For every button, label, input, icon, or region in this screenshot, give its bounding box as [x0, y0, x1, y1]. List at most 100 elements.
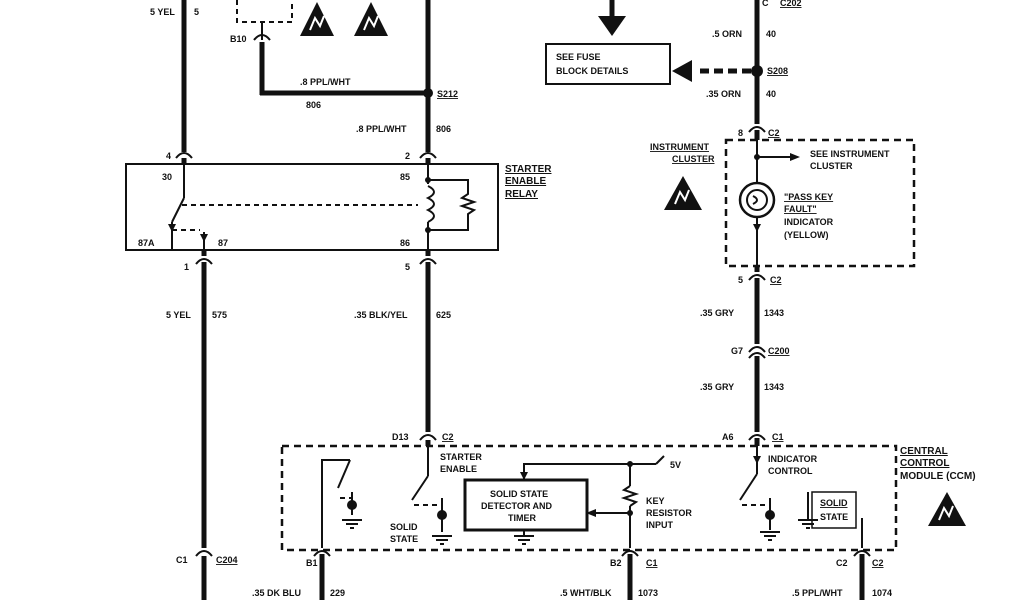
esd-icon: [664, 176, 702, 210]
detector-label: DETECTOR AND: [481, 501, 553, 511]
connector-pin-8: 8: [738, 128, 743, 138]
fuse-note: SEE FUSE: [556, 52, 601, 62]
connector-g7: G7: [731, 346, 743, 356]
connector-c1: C1: [772, 432, 784, 442]
ccm-title: MODULE (CCM): [900, 471, 976, 482]
esd-icon: [928, 492, 966, 526]
indicator-label: "PASS KEY: [784, 192, 833, 202]
connector-c204: C204: [216, 555, 238, 565]
wire-806-b10: [259, 42, 428, 96]
wire-label-gauge: .35 BLK/YEL: [354, 310, 408, 320]
connector-a6: A6: [722, 432, 734, 442]
ccm-title: CENTRAL: [900, 446, 948, 457]
connector-pin-5: 5: [738, 275, 743, 285]
indicator-label: FAULT": [784, 204, 817, 214]
wire-label-circuit: 806: [436, 124, 451, 134]
connector-c1: C1: [646, 558, 658, 568]
wire-label-gauge: 5 YEL: [166, 310, 191, 320]
wire-label-circuit: 229: [330, 588, 345, 598]
ccm-label: STATE: [820, 512, 848, 522]
connector-c1: C1: [176, 555, 188, 565]
wire-label-circuit: 5: [194, 7, 199, 17]
wire-label-circuit: 40: [766, 29, 776, 39]
relay-pin-87a: 87A: [138, 238, 155, 248]
wire-1074: [853, 550, 871, 600]
relay-title: ENABLE: [505, 176, 546, 187]
ccm-label: ENABLE: [440, 464, 477, 474]
wire-label-gauge: .5 WHT/BLK: [560, 588, 612, 598]
relay-pin-1: 1: [184, 262, 189, 272]
wire-label-gauge: .35 DK BLU: [252, 588, 301, 598]
wire-label-gauge: .8 PPL/WHT: [300, 77, 351, 87]
connector-c: C: [762, 0, 769, 8]
wire-label-gauge: 5 YEL: [150, 7, 175, 17]
cluster-label: INSTRUMENT: [650, 142, 709, 152]
top-component-fragment: [236, 0, 293, 41]
relay-pin-85: 85: [400, 172, 410, 182]
ccm-label: SOLID: [390, 522, 418, 532]
connector-c2: C2: [770, 275, 782, 285]
starter-enable-relay: 4 2 30 85 87A 87 86: [125, 151, 499, 251]
wire-label-circuit: 625: [436, 310, 451, 320]
connector-c2: C2: [442, 432, 454, 442]
connector-d13: D13: [392, 432, 409, 442]
wire-625: [419, 250, 437, 446]
connector-b2: B2: [610, 558, 622, 568]
wire-1073: [621, 550, 639, 600]
wire-label-circuit: 1343: [764, 308, 784, 318]
relay-pin-86: 86: [400, 238, 410, 248]
wire-40-orn: [748, 0, 766, 140]
cluster-note: CLUSTER: [810, 161, 853, 171]
detector-label: SOLID STATE: [490, 489, 548, 499]
fuse-block-reference: SEE FUSE BLOCK DETAILS: [545, 43, 752, 85]
cluster-label: CLUSTER: [672, 154, 715, 164]
wire-label-gauge: .35 GRY: [700, 308, 734, 318]
wire-label-gauge: .5 ORN: [712, 29, 742, 39]
wire-label-gauge: .8 PPL/WHT: [356, 124, 407, 134]
wire-label-gauge: .5 PPL/WHT: [792, 588, 843, 598]
indicator-label: (YELLOW): [784, 230, 829, 240]
ccm-label: STATE: [390, 534, 418, 544]
wire-label-circuit: 806: [306, 100, 321, 110]
wire-label-circuit: 575: [212, 310, 227, 320]
connector-c2: C2: [872, 558, 884, 568]
fuse-note: BLOCK DETAILS: [556, 66, 628, 76]
instrument-cluster-box: [724, 138, 916, 268]
wire-label-gauge: .35 ORN: [706, 89, 741, 99]
ccm-label: CONTROL: [768, 466, 813, 476]
wire-label-gauge: .35 GRY: [700, 382, 734, 392]
ccm-title: CONTROL: [900, 458, 949, 469]
supply-voltage-label: 5V: [670, 460, 681, 470]
connector-c202: C202: [780, 0, 802, 8]
relay-title: STARTER: [505, 164, 552, 175]
esd-icon: [354, 2, 388, 36]
ccm-label: STARTER: [440, 452, 482, 462]
connector-c2: C2: [768, 128, 780, 138]
wire-575: [195, 250, 213, 600]
wire-806-main: [419, 0, 437, 164]
relay-pin-5: 5: [405, 262, 410, 272]
ccm-label: INDICATOR: [768, 454, 818, 464]
wire-label-circuit: 1343: [764, 382, 784, 392]
connector-b1: B1: [306, 558, 318, 568]
splice-s208: S208: [767, 66, 788, 76]
relay-pin-2: 2: [405, 151, 410, 161]
wire-229: [313, 550, 331, 600]
arrow-down-icon: [598, 0, 626, 36]
ccm-box: [280, 444, 898, 552]
relay-title: RELAY: [505, 189, 538, 200]
ccm-label: KEY: [646, 496, 665, 506]
wire-label-circuit: 40: [766, 89, 776, 99]
detector-label: TIMER: [508, 513, 536, 523]
indicator-label: INDICATOR: [784, 217, 834, 227]
wire-5-yel-top: [175, 0, 193, 164]
relay-pin-4: 4: [166, 151, 171, 161]
wire-1343: [748, 266, 766, 446]
connector-c200: C200: [768, 346, 790, 356]
ccm-label: RESISTOR: [646, 508, 692, 518]
connector-b10: B10: [230, 34, 247, 44]
wire-label-circuit: 1074: [872, 588, 892, 598]
connector-c2: C2: [836, 558, 848, 568]
wire-label-circuit: 1073: [638, 588, 658, 598]
